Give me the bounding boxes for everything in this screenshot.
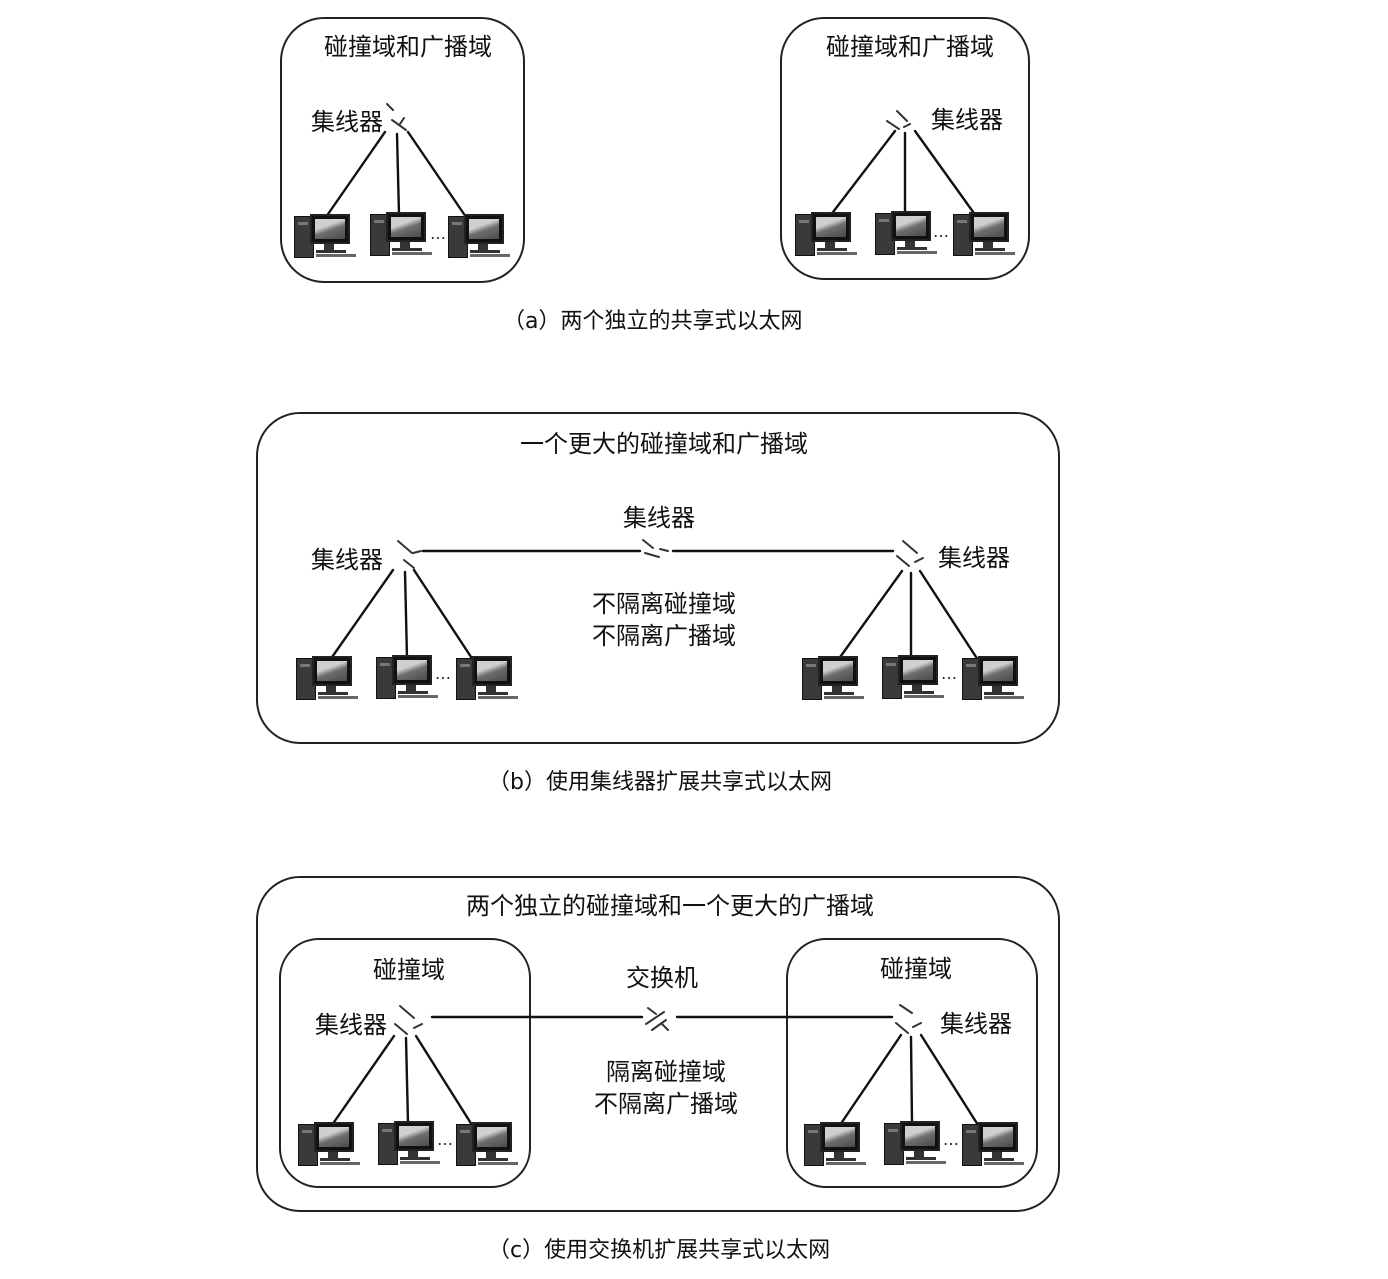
- computer-icon: [882, 655, 946, 699]
- link-cable: [909, 1035, 914, 1125]
- panel-b-note-line2: 不隔离广播域: [592, 622, 736, 650]
- link-cable: [330, 1034, 396, 1127]
- computer-icon: [802, 656, 866, 700]
- panel-b-domain-box: [256, 412, 1060, 744]
- link-cable: [395, 132, 401, 217]
- panel-a-left-hub-label: 集线器: [311, 108, 383, 136]
- computer-icon: [962, 1122, 1026, 1166]
- computer-icon: [875, 211, 939, 255]
- computer-icon: [298, 1122, 362, 1166]
- computer-icon: [370, 212, 434, 256]
- panel-c-caption: （c）使用交换机扩展共享式以太网: [488, 1238, 831, 1263]
- ellipsis: …: [943, 1130, 960, 1149]
- computer-icon: [795, 212, 859, 256]
- link-cable: [404, 1036, 410, 1125]
- panel-c-note-line2: 不隔离广播域: [594, 1090, 738, 1118]
- ellipsis: …: [941, 664, 958, 683]
- panel-c-left-inner-title: 碰撞域: [373, 956, 445, 984]
- link-cable: [324, 130, 387, 219]
- panel-c-note-line1: 隔离碰撞域: [606, 1058, 726, 1086]
- panel-b-center-hub-label: 集线器: [623, 504, 695, 532]
- ellipsis: …: [435, 664, 452, 683]
- panel-b-left-hub-label: 集线器: [311, 546, 383, 574]
- hub-icon: [397, 540, 422, 569]
- link-cable: [838, 1033, 903, 1127]
- computer-icon: [296, 656, 360, 700]
- computer-icon: [962, 656, 1026, 700]
- computer-icon: [448, 214, 512, 258]
- hub-icon: [896, 540, 924, 567]
- panel-a-caption: （a）两个独立的共享式以太网: [503, 309, 803, 334]
- link-cable: [414, 1034, 474, 1127]
- panel-c-box-title: 两个独立的碰撞域和一个更大的广播域: [466, 892, 874, 920]
- hub-icon: [394, 1005, 423, 1035]
- ellipsis: …: [430, 224, 447, 243]
- panel-c-outer-domain-box: [256, 876, 1060, 1212]
- ellipsis: …: [933, 222, 950, 241]
- computer-icon: [953, 212, 1017, 256]
- panel-a-left-box-title: 碰撞域和广播域: [324, 33, 492, 61]
- computer-icon: [456, 1122, 520, 1166]
- hub-icon: [386, 103, 407, 131]
- panel-a-right-hub-label: 集线器: [931, 106, 1003, 134]
- link-cable: [328, 568, 395, 662]
- hub-icon: [895, 1004, 922, 1034]
- panel-a-right-domain-box: [780, 17, 1030, 280]
- computer-icon: [456, 656, 520, 700]
- link-cable: [919, 1033, 980, 1127]
- panel-c-switch-label: 交换机: [626, 964, 698, 992]
- panel-a-right-box-title: 碰撞域和广播域: [826, 33, 994, 61]
- link-cable: [412, 568, 475, 662]
- computer-icon: [376, 655, 440, 699]
- panel-c-left-hub-label: 集线器: [315, 1011, 387, 1039]
- panel-b-note-line1: 不隔离碰撞域: [592, 590, 736, 618]
- panel-b-caption: （b）使用集线器扩展共享式以太网: [488, 770, 832, 795]
- computer-icon: [294, 214, 358, 258]
- computer-icon: [804, 1122, 868, 1166]
- panel-c-right-inner-title: 碰撞域: [880, 955, 952, 983]
- link-cable: [913, 129, 978, 218]
- panel-c-left-collision-box: [279, 938, 531, 1188]
- link-cable: [918, 569, 980, 662]
- panel-c-right-collision-box: [786, 938, 1038, 1188]
- ellipsis: …: [437, 1130, 454, 1149]
- panel-b-box-title: 一个更大的碰撞域和广播域: [520, 430, 808, 458]
- hub-icon: [886, 110, 911, 130]
- link-cable: [403, 570, 409, 660]
- link-cable: [836, 569, 904, 662]
- computer-icon: [378, 1121, 442, 1165]
- switch-icon: [645, 1007, 669, 1031]
- computer-icon: [884, 1121, 948, 1165]
- link-cable: [828, 129, 897, 218]
- link-cable: [406, 130, 468, 219]
- panel-a-left-domain-box: [280, 17, 525, 283]
- panel-c-right-hub-label: 集线器: [940, 1010, 1012, 1038]
- hub-icon: [642, 539, 669, 558]
- panel-b-right-hub-label: 集线器: [938, 544, 1010, 572]
